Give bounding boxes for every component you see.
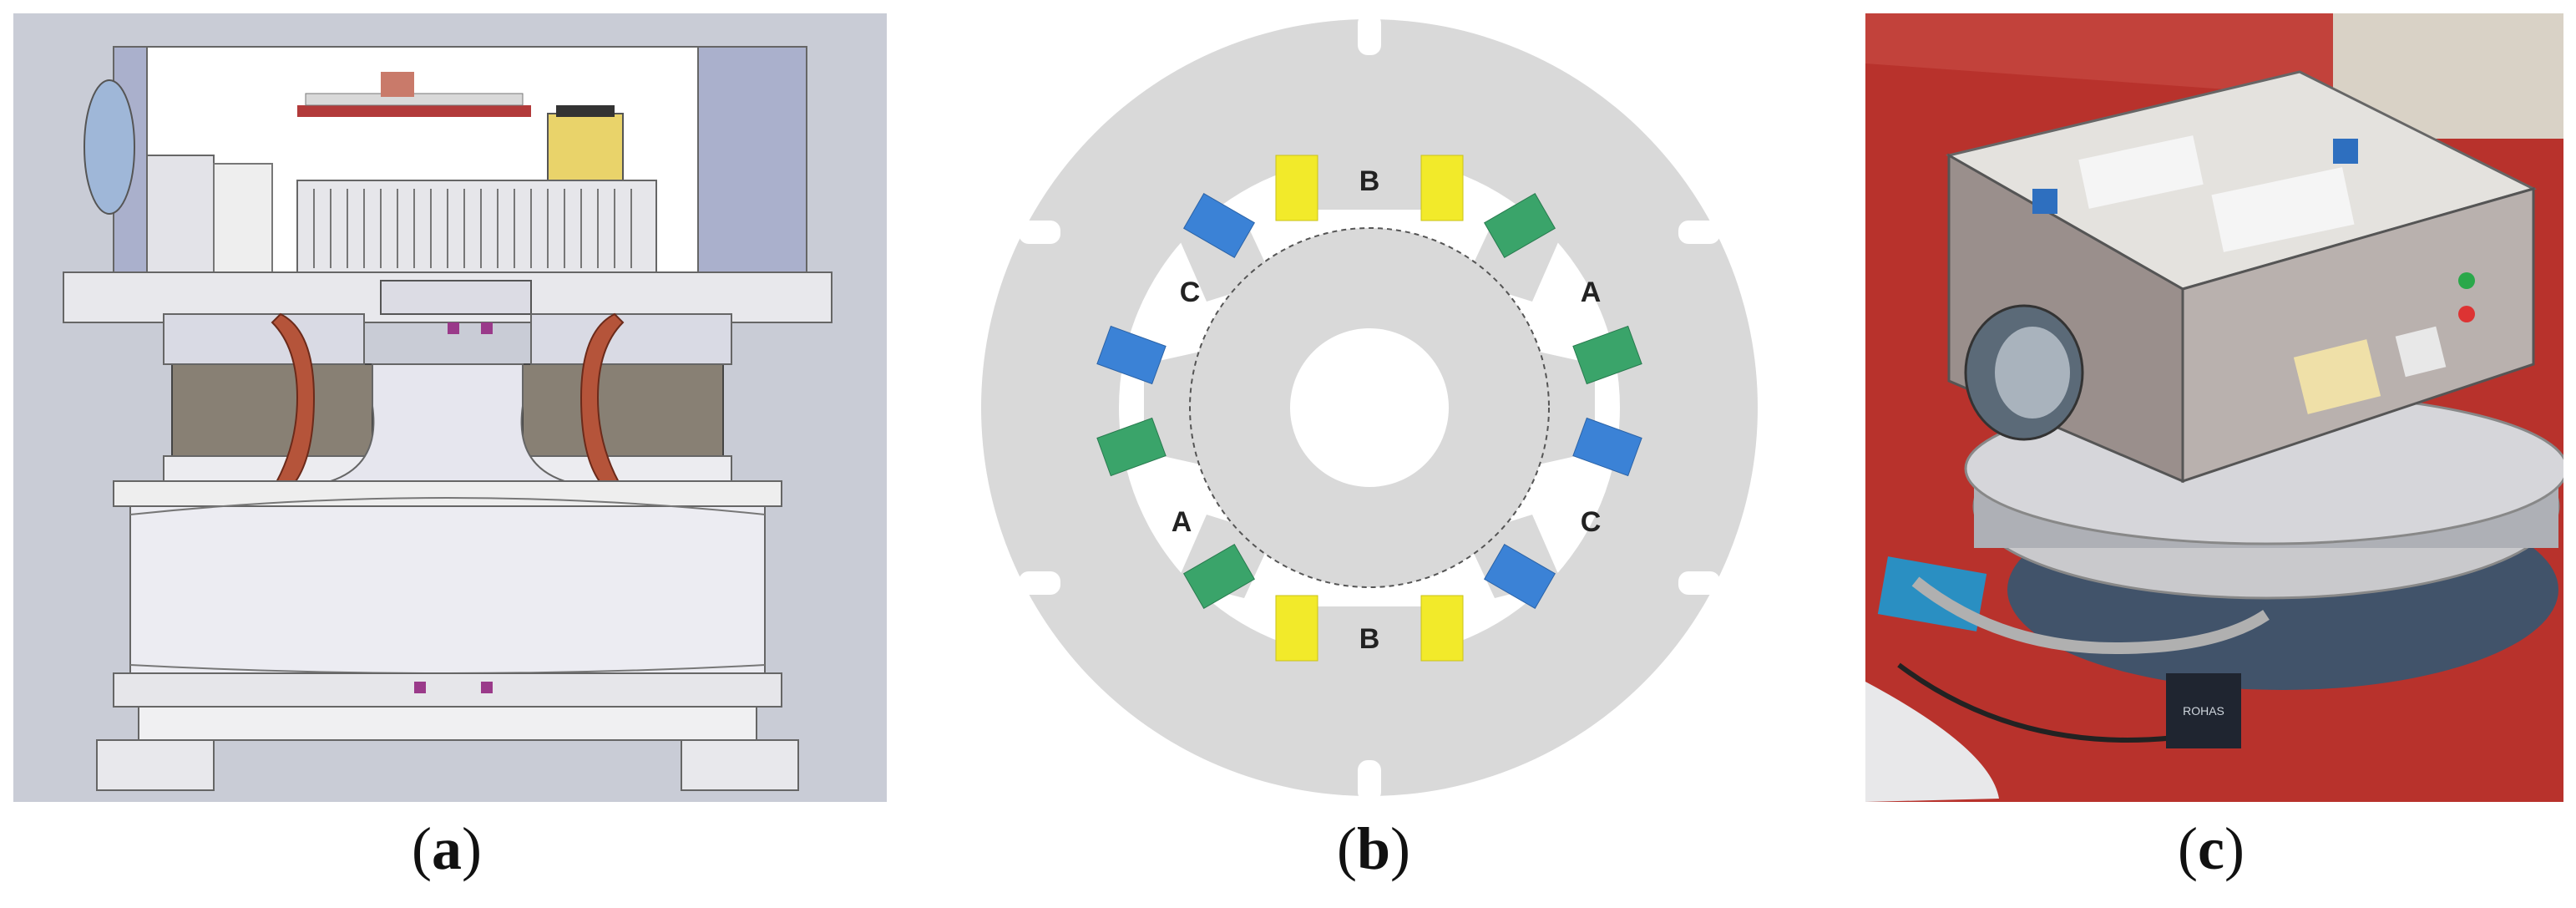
label-phase-b-top: B xyxy=(1359,165,1380,197)
cad-cross-section-panel xyxy=(13,13,887,802)
phase-a-coils xyxy=(1096,193,1642,609)
caption-b: (b) xyxy=(1336,815,1410,882)
rotor-bore xyxy=(1290,328,1449,487)
caption-c: (c) xyxy=(2178,815,2245,882)
caption-a: (a) xyxy=(412,815,482,882)
pump-brand-text: ROHAS xyxy=(2183,704,2224,718)
label-phase-b-bottom: B xyxy=(1359,623,1380,655)
label-phase-c-left: C xyxy=(1180,276,1201,308)
label-phase-a-left: A xyxy=(1172,506,1192,538)
prototype-photo-panel: ROHAS xyxy=(1865,13,2563,802)
phase-b-coils xyxy=(1275,155,1464,662)
label-phase-c-right: C xyxy=(1581,506,1602,538)
prototype-photo: ROHAS xyxy=(1865,13,2563,802)
label-phase-a-right: A xyxy=(1581,276,1602,308)
stator-notches xyxy=(1019,13,1720,802)
phase-c-coils xyxy=(1096,193,1642,609)
stator-diagram-panel: B B C C A A xyxy=(969,13,1770,802)
cad-cross-section-drawing xyxy=(13,13,887,802)
stator-diagram: B B C C A A xyxy=(981,13,1758,802)
